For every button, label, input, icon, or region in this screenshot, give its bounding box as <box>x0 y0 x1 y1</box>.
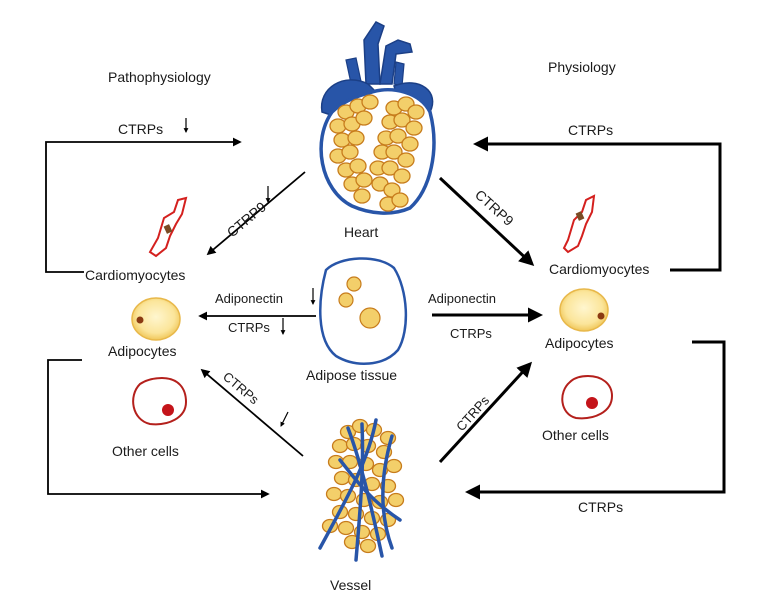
arrow-vessel-to-adipocytes-left <box>200 368 304 457</box>
adipocyte-right-illustration <box>559 288 609 332</box>
cell-label-cardiomyocytes-right: Cardiomyocytes <box>549 261 649 277</box>
arrow-label-top-right: CTRPs <box>568 122 613 138</box>
organ-label-vessel: Vessel <box>330 577 371 593</box>
heart-illustration <box>319 21 436 215</box>
heading-pathophysiology: Pathophysiology <box>108 69 211 85</box>
vessel-illustration <box>318 418 405 562</box>
other-cell-left-illustration <box>132 376 188 426</box>
arrow-top-left-loop <box>45 137 242 273</box>
arrow-label-ctrps-vessel-left: CTRPs <box>220 369 262 408</box>
other-cell-right-illustration <box>561 374 614 420</box>
arrow-bottom-left-loop <box>47 359 270 499</box>
arrow-label-ctrps-adipose-left: CTRPs <box>228 320 270 335</box>
arrow-label-ctrp9-left: CTRP9 <box>224 198 270 240</box>
arrow-label-bottom-right: CTRPs <box>578 499 623 515</box>
organ-label-heart: Heart <box>344 224 378 240</box>
arrow-label-ctrp9-right: CTRP9 <box>472 186 517 229</box>
arrow-top-right-loop <box>473 136 722 272</box>
cell-label-other-cells-left: Other cells <box>112 443 179 459</box>
arrow-label-adiponectin-right: Adiponectin <box>428 291 496 306</box>
arrow-heart-to-cardiomyocytes-right <box>438 176 535 267</box>
adipocyte-left-illustration <box>131 297 181 341</box>
arrow-vessel-to-adipocytes-right <box>438 361 533 464</box>
cardiomyocyte-left-illustration <box>148 196 188 258</box>
heading-physiology: Physiology <box>548 59 616 75</box>
arrow-label-top-left: CTRPs <box>118 121 163 137</box>
organ-label-adipose-tissue: Adipose tissue <box>306 367 397 383</box>
arrow-heart-to-cardiomyocytes-left <box>206 171 306 256</box>
cell-label-adipocytes-right: Adipocytes <box>545 335 613 351</box>
cell-label-adipocytes-left: Adipocytes <box>108 343 176 359</box>
arrow-label-adiponectin-left: Adiponectin <box>215 291 283 306</box>
decrease-arrow-ctrps-vessel-left <box>280 411 289 427</box>
cell-label-cardiomyocytes-left: Cardiomyocytes <box>85 267 185 283</box>
arrow-label-ctrps-adipose-right: CTRPs <box>450 326 492 341</box>
cardiomyocyte-right-illustration <box>562 194 596 254</box>
adipose-tissue-illustration <box>319 257 408 365</box>
cell-label-other-cells-right: Other cells <box>542 427 609 443</box>
heart-fat-cells <box>329 94 425 212</box>
arrow-bottom-right-loop <box>465 340 726 500</box>
